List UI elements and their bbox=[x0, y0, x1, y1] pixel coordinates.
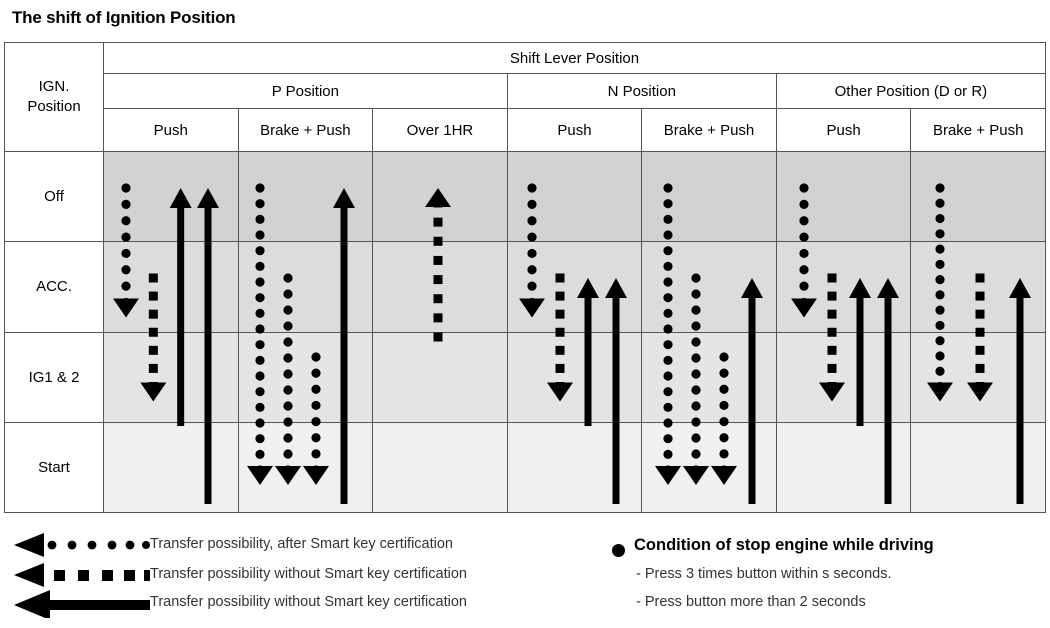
cell-off-other-brake-push bbox=[910, 150, 1046, 243]
cell-start-n-push bbox=[506, 421, 643, 514]
filled-circle-bullet-icon bbox=[612, 544, 625, 557]
corner-header-line2: Position bbox=[27, 98, 81, 115]
column-header-other-brake-push: Brake + Push bbox=[910, 108, 1046, 152]
cell-start-p-brake-push bbox=[237, 421, 374, 514]
column-header-n-push: Push bbox=[506, 108, 643, 152]
row-label-acc: ACC. bbox=[4, 241, 104, 333]
cell-acc-n-push bbox=[506, 241, 643, 333]
cell-ig-n-brake-push bbox=[641, 331, 777, 423]
cell-acc-other-push bbox=[775, 241, 912, 333]
cell-ig-n-push bbox=[506, 331, 643, 423]
cell-off-n-brake-push bbox=[641, 150, 777, 243]
cell-start-p-push bbox=[103, 421, 239, 514]
column-header-p-push: Push bbox=[103, 108, 239, 152]
cell-ig-p-brake-push bbox=[237, 331, 374, 423]
row-label-off: Off bbox=[4, 150, 104, 243]
cell-off-n-push bbox=[506, 150, 643, 243]
column-header-other-push: Push bbox=[775, 108, 912, 152]
row-label-start: Start bbox=[4, 421, 104, 514]
legend-label-2: Transfer possibility without Smart key c… bbox=[150, 594, 467, 610]
page-title: The shift of Ignition Position bbox=[12, 8, 236, 27]
corner-header: IGN. Position bbox=[4, 42, 104, 152]
cell-ig-p-push bbox=[103, 331, 239, 423]
legend-label-1: Transfer possibility without Smart key c… bbox=[150, 566, 467, 582]
cell-acc-p-over-1hr bbox=[372, 241, 508, 333]
table-row: ACC. bbox=[4, 241, 1046, 333]
cell-acc-p-push bbox=[103, 241, 239, 333]
legend: Transfer possibility, after Smart key ce… bbox=[0, 516, 1050, 628]
row-label-ig1-2: IG1 & 2 bbox=[4, 331, 104, 423]
cell-start-p-over-1hr bbox=[372, 421, 508, 514]
cell-off-p-over-1hr bbox=[372, 150, 508, 243]
square-dashed-arrow-left-icon bbox=[14, 563, 150, 587]
cell-ig-other-brake-push bbox=[910, 331, 1046, 423]
group-header-n-position: N Position bbox=[506, 73, 777, 109]
cell-off-p-brake-push bbox=[237, 150, 374, 243]
cell-acc-p-brake-push bbox=[237, 241, 374, 333]
cell-off-other-push bbox=[775, 150, 912, 243]
cell-start-n-brake-push bbox=[641, 421, 777, 514]
cell-off-p-push bbox=[103, 150, 239, 243]
ignition-shift-table: IGN. Position Shift Lever Position P Pos… bbox=[4, 42, 1047, 514]
column-header-p-over-1hr: Over 1HR bbox=[372, 108, 508, 152]
table-row: Start bbox=[4, 421, 1046, 514]
note-line-1: - Press button more than 2 seconds bbox=[636, 594, 866, 610]
group-header-other-position: Other Position (D or R) bbox=[775, 73, 1047, 109]
column-header-n-brake-push: Brake + Push bbox=[641, 108, 777, 152]
note-heading: Condition of stop engine while driving bbox=[634, 536, 934, 554]
round-dotted-arrow-left-icon bbox=[14, 533, 150, 557]
corner-header-line1: IGN. bbox=[38, 77, 70, 95]
cell-ig-p-over-1hr bbox=[372, 331, 508, 423]
solid-arrow-left-icon bbox=[14, 590, 150, 618]
top-header-shift-lever-position: Shift Lever Position bbox=[103, 42, 1046, 74]
cell-start-other-push bbox=[775, 421, 912, 514]
group-header-p-position: P Position bbox=[103, 73, 508, 109]
note-line-0: - Press 3 times button within s seconds. bbox=[636, 566, 892, 582]
legend-label-0: Transfer possibility, after Smart key ce… bbox=[150, 536, 453, 552]
cell-acc-n-brake-push bbox=[641, 241, 777, 333]
cell-start-other-brake-push bbox=[910, 421, 1046, 514]
cell-acc-other-brake-push bbox=[910, 241, 1046, 333]
cell-ig-other-push bbox=[775, 331, 912, 423]
table-row: Off bbox=[4, 150, 1046, 243]
column-header-p-brake-push: Brake + Push bbox=[237, 108, 374, 152]
table-row: IG1 & 2 bbox=[4, 331, 1046, 423]
